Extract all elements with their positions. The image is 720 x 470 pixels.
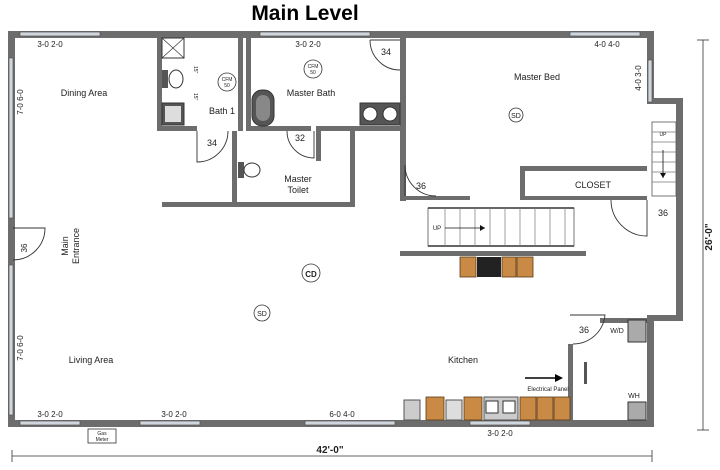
window-label-bottom-2: 3-0 2-0	[161, 410, 187, 419]
room-master-toilet-1: Master	[284, 174, 312, 184]
stairs-up-label: UP	[433, 226, 441, 232]
shower-dim-1: 15"	[192, 66, 198, 74]
right-stairs: UP	[651, 121, 677, 197]
window-label-right-upper: 4-0 3-0	[634, 65, 643, 91]
svg-text:Meter: Meter	[96, 437, 109, 443]
window-label-top-right: 4-0 4-0	[594, 40, 620, 49]
stairs-up-right-label: UP	[660, 132, 668, 138]
room-bath1: Bath 1	[209, 106, 235, 116]
dimension-depth-label: 26'-0"	[704, 223, 715, 250]
room-master-bed: Master Bed	[514, 72, 560, 82]
room-closet: CLOSET	[575, 180, 612, 190]
room-labels: Dining Area Bath 1 Master Bath Master Be…	[60, 72, 612, 365]
dimension-width: 42'-0"	[11, 445, 653, 462]
doors	[12, 39, 648, 345]
window-label-top-left: 3-0 2-0	[37, 40, 63, 49]
bar-cabinets	[459, 256, 534, 278]
exterior-walls	[8, 31, 683, 427]
wd-label: W/D	[610, 328, 624, 335]
bath1-fixtures: 15" 15"	[161, 37, 198, 126]
smoke-detector-living: SD	[253, 304, 271, 322]
door-label-master-bath: 34	[381, 47, 391, 57]
room-master-toilet-2: Toilet	[287, 185, 309, 195]
door-label-laundry: 36	[579, 325, 589, 335]
smoke-detector-bed: SD	[508, 107, 524, 123]
room-master-bath: Master Bath	[287, 88, 336, 98]
room-main-entrance-1: Main	[60, 236, 70, 256]
room-main-entrance-2: Entrance	[71, 228, 81, 264]
window-label-bottom-3: 6-0 4-0	[329, 410, 355, 419]
room-living: Living Area	[69, 355, 114, 365]
svg-text:50: 50	[310, 70, 316, 76]
svg-text:Gas: Gas	[97, 431, 107, 437]
room-dining: Dining Area	[61, 88, 108, 98]
cfm-fan-bath1: CFM 50	[217, 72, 237, 92]
door-label-master-toilet: 32	[295, 133, 305, 143]
windows	[8, 31, 653, 426]
electrical-panel: Electrical Panel	[525, 374, 569, 393]
window-label-top-mid: 3-0 2-0	[295, 40, 321, 49]
door-label-entrance: 36	[20, 243, 29, 252]
co-detector: CD	[301, 263, 321, 283]
plan-title: Main Level	[251, 2, 358, 25]
wh-label: WH	[628, 393, 640, 400]
svg-text:CD: CD	[305, 270, 317, 279]
window-label-bottom-1: 3-0 2-0	[37, 410, 63, 419]
kitchen-cabinets	[403, 396, 571, 421]
cfm-fan-master: CFM 50	[303, 59, 323, 79]
svg-text:CFM: CFM	[222, 77, 233, 83]
window-labels: 3-0 2-0 3-0 2-0 4-0 4-0 4-0 3-0 7-0 6-0 …	[16, 40, 643, 438]
laundry-fixtures: W/D WH	[584, 319, 647, 421]
main-stairs: UP	[427, 207, 575, 247]
window-label-bottom-4: 3-0 2-0	[487, 429, 513, 438]
dimension-width-label: 42'-0"	[316, 445, 343, 456]
door-labels: 34 34 32 36 36 36 36	[20, 47, 668, 335]
door-label-bath1: 34	[207, 138, 217, 148]
svg-text:SD: SD	[257, 311, 267, 318]
door-label-stair: 36	[658, 208, 668, 218]
svg-text:CFM: CFM	[308, 64, 319, 70]
window-label-left-upper: 7-0 6-0	[16, 89, 25, 115]
door-label-hall: 36	[416, 181, 426, 191]
svg-text:50: 50	[224, 83, 230, 89]
master-bath-fixtures	[251, 89, 401, 127]
window-label-left-lower: 7-0 6-0	[16, 335, 25, 361]
shower-dim-2: 15"	[192, 93, 198, 101]
room-kitchen: Kitchen	[448, 355, 478, 365]
electrical-panel-label: Electrical Panel	[527, 387, 568, 393]
svg-text:SD: SD	[511, 113, 521, 120]
gas-meter: Gas Meter	[87, 428, 117, 444]
master-toilet-fixture	[238, 162, 261, 178]
dimension-depth: 26'-0"	[697, 39, 715, 431]
interior-walls	[157, 31, 647, 426]
